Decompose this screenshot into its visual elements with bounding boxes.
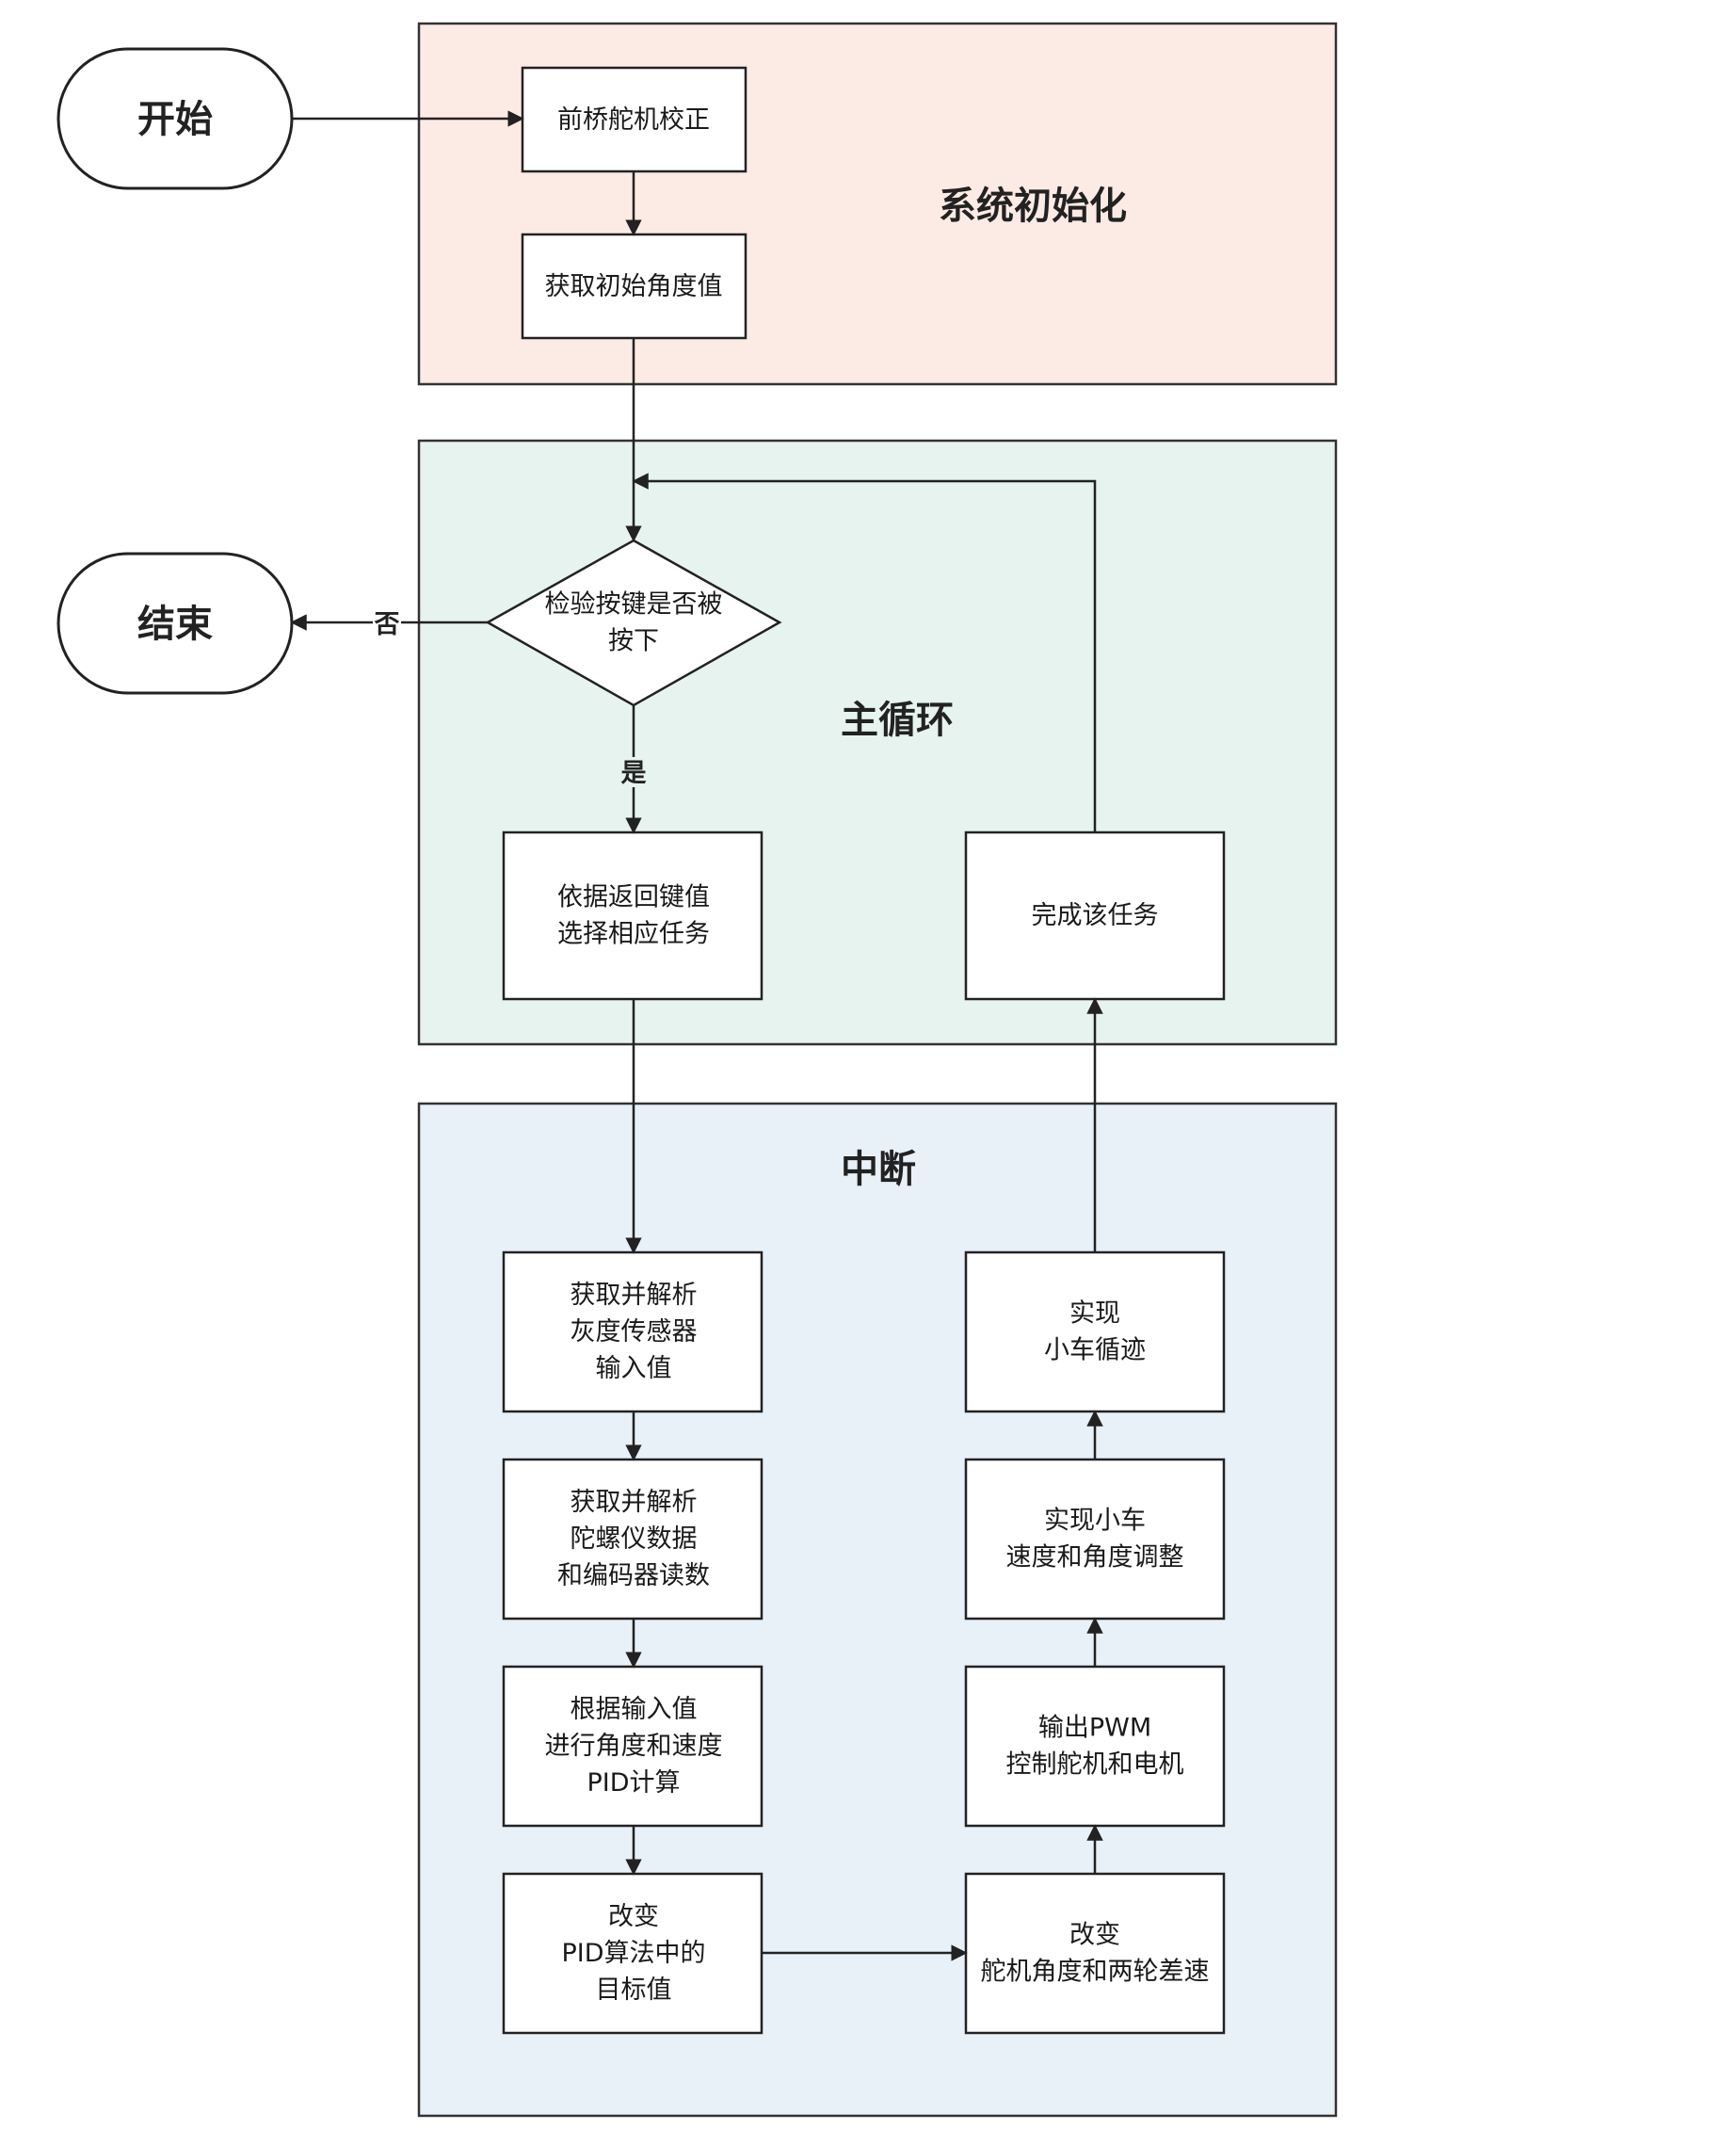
node-select-task [502,831,764,1001]
node-text-line: 灰度传感器 [571,1317,698,1347]
edge-label-no: 否 [375,610,400,639]
node-output-pwm [964,1665,1226,1828]
node-text-line: 控制舵机和电机 [1006,1750,1184,1780]
node-text-line: 选择相应任务 [557,920,710,949]
node-text-line: 小车循迹 [1044,1336,1146,1365]
edge-label-yes: 是 [621,759,647,788]
node-text-line: 前桥舵机校正 [557,105,710,135]
node-text-line: 和编码器读数 [557,1561,710,1590]
text-change-servo: 改变舵机角度和两轮差速 [981,1921,1210,1987]
text-check-button: 检验按键是否被按下 [545,590,723,656]
zone-title-init: 系统初始化 [939,185,1127,228]
node-text-line: 目标值 [596,1976,672,2005]
text-change-target: 改变 PID算法中的目标值 [561,1902,705,2005]
zone-title-loop: 主循环 [841,699,954,742]
node-get-initial-angle [521,233,747,340]
text-output-pwm: 输出PWM 控制舵机和电机 [1006,1714,1184,1780]
node-text-line: 获取初始角度值 [545,272,723,301]
text-line-follow: 实现小车循迹 [1044,1299,1146,1365]
edge-label-no-bg [373,608,401,638]
node-text-line: 速度和角度调整 [1006,1543,1184,1572]
edge-loop-back [632,473,1097,832]
node-text-line: 输出PWM [1038,1714,1151,1743]
node-text-line: 输入值 [596,1354,672,1383]
node-change-servo [964,1872,1226,2035]
start-label: 开始 [137,98,213,141]
node-text-line: 实现小车 [1044,1507,1146,1536]
node-text-line: PID算法中的 [561,1939,705,1968]
text-get-initial-angle: 获取初始角度值 [545,272,723,301]
node-servo-calibrate [521,66,747,173]
node-text-line: 根据输入值 [571,1695,698,1724]
zone-title-interrupt: 中断 [841,1148,916,1191]
text-servo-calibrate: 前桥舵机校正 [557,105,710,135]
text-complete-task: 完成该任务 [1032,901,1159,930]
end-label: 结束 [137,603,213,646]
node-text-line: 获取并解析 [571,1281,698,1310]
node-speed-angle-adjust [964,1458,1226,1621]
node-parse-gyro [502,1458,764,1621]
node-text-line: 舵机角度和两轮差速 [981,1958,1210,1987]
text-select-task: 依据返回键值选择相应任务 [557,883,710,949]
node-text-line: 获取并解析 [571,1488,698,1517]
node-text-line: 依据返回键值 [557,883,710,912]
text-parse-gray: 获取并解析灰度传感器输入值 [571,1281,698,1383]
text-parse-gyro: 获取并解析陀螺仪数据和编码器读数 [557,1488,710,1590]
node-text-line: 按下 [608,627,659,656]
node-text-line: 完成该任务 [1032,901,1159,930]
node-text-line: 检验按键是否被 [545,590,723,620]
text-pid-compute: 根据输入值进行角度和速度 PID计算 [545,1695,723,1798]
node-text-line: 改变 [1069,1921,1120,1950]
node-line-follow [964,1250,1226,1413]
text-speed-angle-adjust: 实现小车速度和角度调整 [1006,1507,1184,1572]
node-text-line: 进行角度和速度 [545,1732,723,1761]
node-text-line: 陀螺仪数据 [571,1524,698,1554]
edge-label-yes-bg [619,757,648,787]
node-text-line: 实现 [1069,1299,1120,1329]
node-text-line: 改变 [608,1902,659,1931]
node-text-line: PID计算 [587,1768,680,1798]
